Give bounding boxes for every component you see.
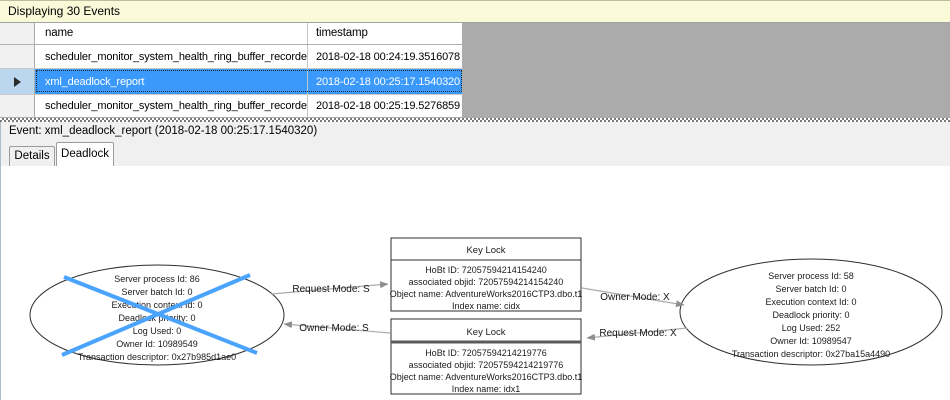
svg-text:Object name: AdventureWorks201: Object name: AdventureWorks2016CTP3.dbo.… [390, 372, 582, 382]
tab-deadlock[interactable]: Deadlock [56, 142, 114, 166]
svg-text:Transaction descriptor: 0x27ba: Transaction descriptor: 0x27ba15a4490 [732, 349, 890, 359]
svg-text:Key Lock: Key Lock [466, 327, 505, 338]
svg-text:associated objid: 720575942141: associated objid: 72057594214154240 [409, 277, 564, 287]
row-selector-cell[interactable] [0, 95, 35, 117]
key-lock-node-bottom[interactable] [390, 318, 582, 395]
events-grid: name timestamp scheduler_monitor_system_… [0, 23, 463, 118]
svg-text:Log Used: 252: Log Used: 252 [782, 323, 841, 333]
process-survivor-details: Server process Id: 58 Server batch Id: 0… [732, 271, 890, 359]
edge-request-x [586, 327, 688, 341]
grid-header-row: name timestamp [0, 23, 463, 45]
svg-text:HoBt ID: 72057594214154240: HoBt ID: 72057594214154240 [425, 265, 547, 275]
row-selector-cell[interactable] [0, 45, 35, 68]
selected-event-label: Event: xml_deadlock_report (2018-02-18 0… [9, 125, 318, 137]
edge-request-s [270, 281, 389, 295]
events-count-bar: Displaying 30 Events [0, 0, 950, 23]
svg-text:Transaction descriptor: 0x27b9: Transaction descriptor: 0x27b985d1ae0 [78, 352, 236, 362]
selected-event-bar: Event: xml_deadlock_report (2018-02-18 0… [0, 122, 950, 140]
deadlock-graph-pane: Server process Id: 86 Server batch Id: 0… [0, 166, 950, 400]
table-row-selected[interactable]: xml_deadlock_report 2018-02-18 00:25:17.… [0, 69, 463, 95]
table-row[interactable]: scheduler_monitor_system_health_ring_buf… [0, 95, 463, 118]
grid-splitter[interactable] [0, 118, 950, 122]
svg-text:Index name: idx1: Index name: idx1 [452, 384, 521, 394]
victim-cross-icon [61, 273, 258, 357]
column-header-timestamp[interactable]: timestamp [308, 23, 463, 44]
edge-label-request-x: Request Mode: X [599, 328, 677, 339]
grid-empty-area [463, 23, 950, 118]
svg-text:Server process Id: 86: Server process Id: 86 [114, 274, 200, 284]
svg-text:Deadlock priority: 0: Deadlock priority: 0 [118, 313, 195, 323]
key-lock-bottom-details: Key Lock HoBt ID: 72057594214219776 asso… [390, 327, 582, 394]
current-row-arrow-icon [13, 76, 21, 87]
key-lock-top-details: Key Lock HoBt ID: 72057594214154240 asso… [390, 245, 582, 311]
edge-owner-s [283, 321, 391, 334]
svg-text:Log Used: 0: Log Used: 0 [133, 326, 182, 336]
svg-text:Object name: AdventureWorks201: Object name: AdventureWorks2016CTP3.dbo.… [390, 289, 582, 299]
column-header-name[interactable]: name [35, 23, 308, 44]
table-row[interactable]: scheduler_monitor_system_health_ring_buf… [0, 45, 463, 69]
svg-text:Server batch Id: 0: Server batch Id: 0 [121, 287, 192, 297]
edge-label-owner-x: Owner Mode: X [600, 292, 670, 303]
grid-corner-cell [0, 23, 35, 44]
deadlock-graph: Server process Id: 86 Server batch Id: 0… [29, 237, 943, 395]
tab-strip: Details Deadlock [0, 140, 950, 166]
process-victim-details: Server process Id: 86 Server batch Id: 0… [78, 274, 236, 362]
event-name-cell[interactable]: xml_deadlock_report [35, 69, 308, 94]
svg-text:Key Lock: Key Lock [466, 245, 505, 256]
event-timestamp-cell[interactable]: 2018-02-18 00:25:17.1540320 [308, 69, 463, 94]
event-timestamp-cell[interactable]: 2018-02-18 00:25:19.5276859 [308, 95, 463, 117]
svg-text:Execution context Id: 0: Execution context Id: 0 [111, 300, 202, 310]
events-count-label: Displaying 30 Events [8, 4, 121, 18]
svg-text:HoBt ID: 72057594214219776: HoBt ID: 72057594214219776 [425, 348, 547, 358]
event-name-cell[interactable]: scheduler_monitor_system_health_ring_buf… [35, 45, 308, 68]
tab-details[interactable]: Details [9, 146, 55, 166]
svg-text:Execution context Id: 0: Execution context Id: 0 [765, 297, 856, 307]
svg-text:Deadlock priority: 0: Deadlock priority: 0 [772, 310, 849, 320]
row-selector-cell[interactable] [0, 69, 35, 94]
svg-text:associated objid: 720575942142: associated objid: 72057594214219776 [409, 360, 564, 370]
edge-label-owner-s: Owner Mode: S [299, 323, 369, 334]
event-timestamp-cell[interactable]: 2018-02-18 00:24:19.3516078 [308, 45, 463, 68]
svg-text:Index name: cidx: Index name: cidx [452, 301, 521, 311]
svg-text:Owner Id: 10989549: Owner Id: 10989549 [116, 339, 198, 349]
edge-label-request-s: Request Mode: S [292, 284, 370, 295]
edge-owner-x [581, 287, 685, 308]
svg-text:Owner Id: 10989547: Owner Id: 10989547 [770, 336, 852, 346]
svg-text:Server batch Id: 0: Server batch Id: 0 [775, 284, 846, 294]
event-name-cell[interactable]: scheduler_monitor_system_health_ring_buf… [35, 95, 308, 117]
svg-text:Server process Id: 58: Server process Id: 58 [768, 271, 854, 281]
process-node-survivor[interactable] [679, 258, 943, 366]
key-lock-node-top[interactable] [390, 237, 582, 312]
